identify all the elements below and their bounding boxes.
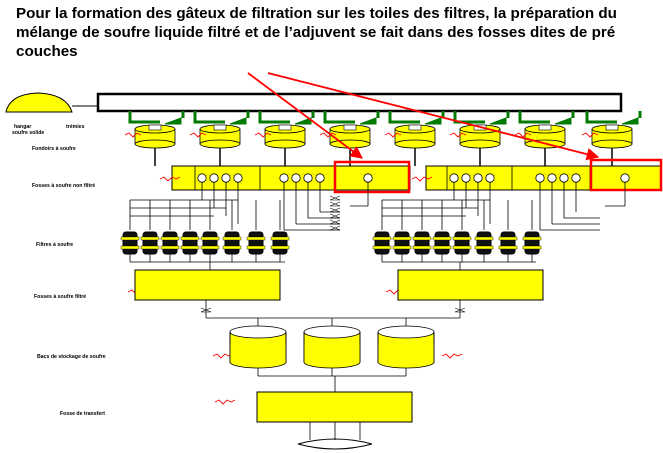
tremie-icon: [359, 117, 377, 125]
tremie-icon: [554, 117, 572, 125]
pump-icon: [571, 173, 581, 183]
hangar-soufre-solide: [5, 92, 73, 113]
filtre: [414, 231, 430, 255]
pump-icon: [221, 173, 231, 183]
filtre: [476, 231, 492, 255]
filtre: [524, 231, 540, 255]
pump-icon: [233, 173, 243, 183]
filtre: [500, 231, 516, 255]
pump-icon: [535, 173, 545, 183]
pump-icon: [559, 173, 569, 183]
pump-icon: [209, 173, 219, 183]
pump-icon: [485, 173, 495, 183]
fosse-transfert: [256, 391, 413, 450]
tremie-icon: [229, 117, 247, 125]
pump-icon: [291, 173, 301, 183]
bacs-stockage: [229, 325, 435, 369]
fondoirs-group: [124, 111, 642, 166]
label-fosses-non-filtre: Fosses à soufre non filtré: [32, 183, 95, 189]
filtre: [122, 231, 138, 255]
filtre: [272, 231, 288, 255]
label-tremies: trémies: [66, 124, 85, 130]
heating-coil-icon: [159, 176, 181, 182]
pump-icon: [197, 173, 207, 183]
pump-icon: [461, 173, 471, 183]
pump-icon: [473, 173, 483, 183]
heating-coil-icon: [441, 353, 463, 359]
tremie-icon: [164, 117, 182, 125]
label-bacs: Bacs de stockage de soufre: [37, 354, 106, 360]
heating-coil-icon: [124, 132, 142, 138]
label-fosses-filtre: Fosses à soufre filtré: [34, 294, 86, 300]
tremie-icon: [424, 117, 442, 125]
heating-coil-icon: [214, 399, 236, 405]
fosse-filtre-left: [134, 269, 281, 301]
tremie-icon: [621, 117, 639, 125]
fosse-filtre-right: [397, 269, 544, 301]
label-fosse-transfert: Fosse de transfert: [60, 411, 105, 417]
filtre: [374, 231, 390, 255]
pump-icon: [449, 173, 459, 183]
caption-text: Pour la formation des gâteux de filtrati…: [16, 5, 617, 60]
heating-coil-icon: [189, 132, 207, 138]
filtre: [142, 231, 158, 255]
filtre: [394, 231, 410, 255]
filtre: [182, 231, 198, 255]
conveyor-belt: [96, 92, 623, 113]
label-fondoirs: Fondoirs à soufre: [32, 146, 76, 152]
heating-coil-icon: [384, 132, 402, 138]
arrow-to-right-precouche: [267, 72, 600, 161]
pump-icon: [363, 173, 373, 183]
filtre: [202, 231, 218, 255]
process-network: [120, 173, 630, 440]
label-hangar: hangar soufre solide: [12, 124, 44, 136]
pump-icon: [303, 173, 313, 183]
pump-icon: [279, 173, 289, 183]
pump-icon: [620, 173, 630, 183]
highlight-precouche-right: [589, 158, 663, 192]
filtre: [454, 231, 470, 255]
heating-coil-icon: [449, 132, 467, 138]
pump-icon: [547, 173, 557, 183]
arrow-to-left-precouche: [247, 72, 364, 159]
heating-coil-icon: [581, 132, 599, 138]
heating-coil-icon: [411, 176, 433, 182]
label-filtres: Filtres à soufre: [36, 242, 73, 248]
filtre: [224, 231, 240, 255]
filtre: [434, 231, 450, 255]
heating-coil-icon: [319, 132, 337, 138]
fosse-non-filtre-left: [171, 165, 411, 191]
pump-icon: [315, 173, 325, 183]
highlight-precouche-left: [333, 160, 411, 194]
filtre: [162, 231, 178, 255]
filtre: [248, 231, 264, 255]
heating-coil-icon: [254, 132, 272, 138]
tremie-icon: [489, 117, 507, 125]
